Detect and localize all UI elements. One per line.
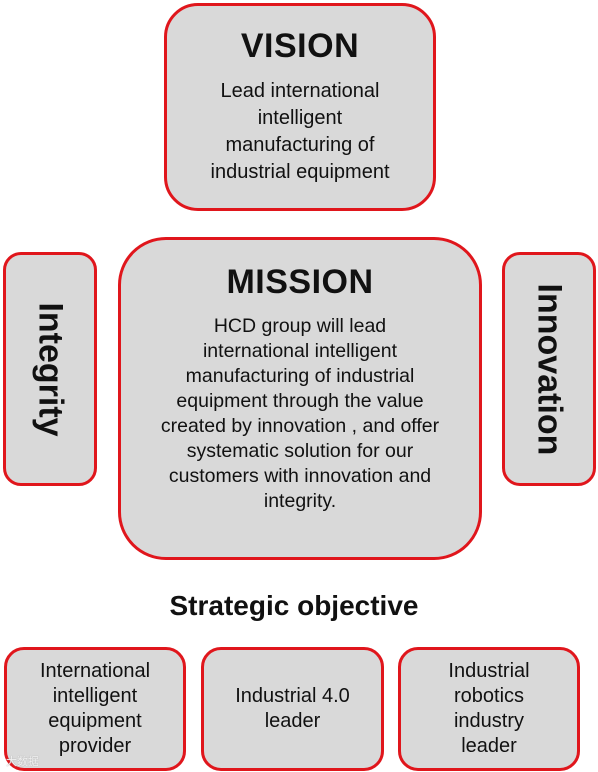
vision-text: Lead international intelligent manufactu…	[210, 80, 390, 183]
mission-box: MISSION HCD group will lead internationa…	[118, 237, 482, 560]
strategic-objective-title: Strategic objective	[169, 590, 419, 621]
mission-title: MISSION	[226, 263, 374, 301]
objective-text: Industrial robotics industry leader	[448, 660, 530, 757]
vision-box: VISION Lead international intelligent ma…	[164, 3, 436, 211]
objective-box-international-provider: International intelligent equipment prov…	[4, 647, 186, 771]
integrity-pillar: Integrity	[3, 252, 97, 486]
objective-text: Industrial 4.0 leader	[235, 685, 350, 732]
integrity-label: Integrity	[31, 301, 70, 437]
watermark: 大数据	[6, 756, 39, 768]
objective-box-industrial-4-leader: Industrial 4.0 leader	[201, 647, 384, 771]
innovation-label: Innovation	[530, 283, 569, 455]
vision-title: VISION	[240, 27, 360, 65]
objective-box-robotics-leader: Industrial robotics industry leader	[398, 647, 580, 771]
objective-text: International intelligent equipment prov…	[39, 660, 151, 757]
innovation-pillar: Innovation	[502, 252, 596, 486]
mission-text: HCD group will lead international intell…	[160, 315, 440, 512]
